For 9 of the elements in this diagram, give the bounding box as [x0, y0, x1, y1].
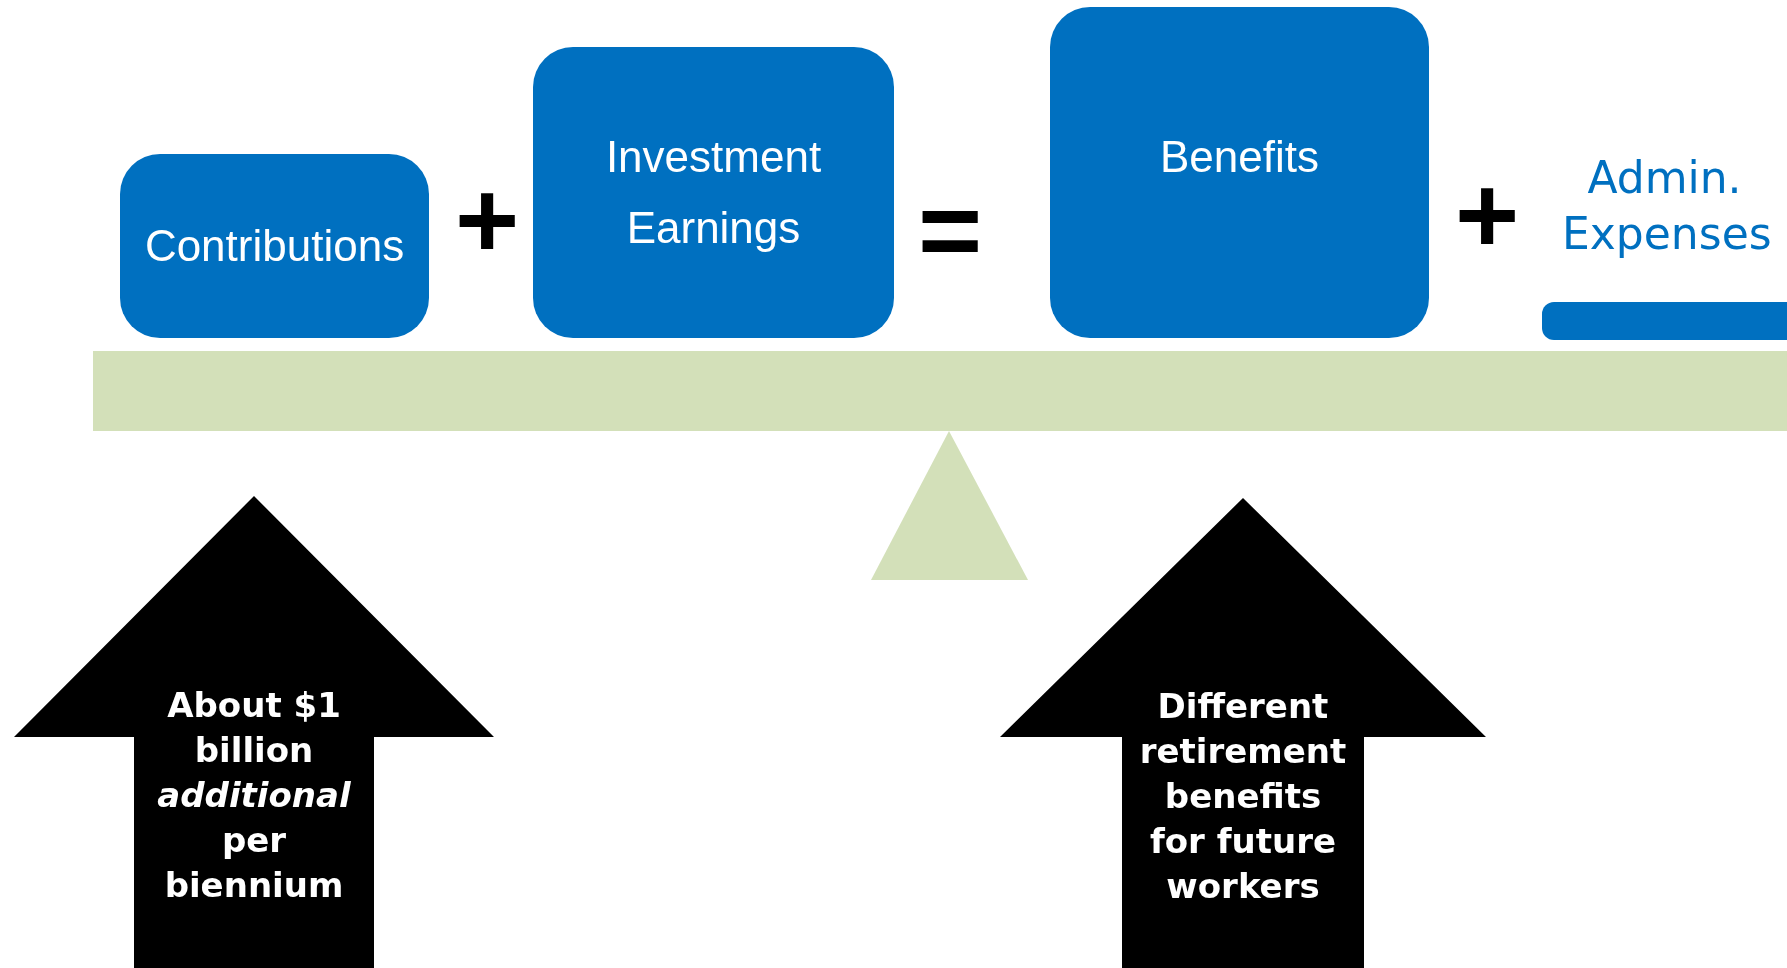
operator-sign: =	[918, 175, 983, 285]
arrow-text: Different retirement benefits for future workers	[1138, 685, 1348, 908]
arrow-text: About $1 billion additional per biennium	[156, 684, 352, 907]
rounded-box: Benefits	[1050, 7, 1429, 338]
operator-sign: +	[1455, 160, 1520, 270]
rounded-box: Investment Earnings	[533, 47, 894, 338]
rounded-box: Contributions	[120, 154, 429, 338]
expense-bar	[1542, 302, 1787, 340]
operator-sign: +	[455, 165, 520, 275]
